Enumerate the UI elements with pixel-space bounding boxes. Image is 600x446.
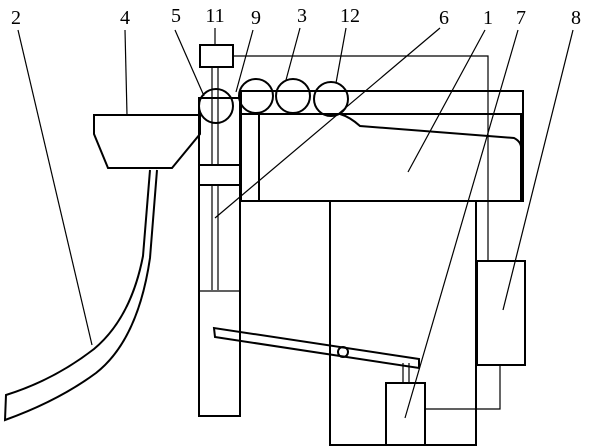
roller-12 bbox=[313, 81, 349, 117]
component-8-control-box bbox=[476, 260, 526, 366]
label-8: 8 bbox=[571, 7, 581, 29]
label-7: 7 bbox=[516, 7, 526, 29]
label-11: 11 bbox=[205, 5, 224, 27]
component-7-actuator bbox=[385, 363, 426, 446]
roller-row bbox=[198, 78, 349, 124]
label-5: 5 bbox=[171, 5, 181, 27]
component-2-curved-chute bbox=[3, 169, 158, 422]
wiring bbox=[233, 55, 501, 410]
label-6: 6 bbox=[439, 7, 449, 29]
leader-lines bbox=[17, 27, 574, 419]
label-9: 9 bbox=[251, 7, 261, 29]
roller-5 bbox=[198, 88, 234, 124]
label-4: 4 bbox=[120, 7, 130, 29]
component-4-hopper bbox=[93, 114, 201, 169]
label-3: 3 bbox=[297, 5, 307, 27]
component-11-cylinder bbox=[199, 44, 234, 290]
label-2: 2 bbox=[11, 7, 21, 29]
label-12: 12 bbox=[340, 5, 360, 27]
reference-labels: 2 4 5 11 9 3 12 6 1 7 8 bbox=[11, 5, 581, 29]
roller-3 bbox=[275, 78, 311, 114]
roller-9 bbox=[238, 78, 274, 114]
component-1-housing bbox=[240, 90, 524, 202]
label-1: 1 bbox=[483, 7, 493, 29]
lever-arm bbox=[212, 326, 420, 370]
vertical-post bbox=[198, 97, 241, 417]
